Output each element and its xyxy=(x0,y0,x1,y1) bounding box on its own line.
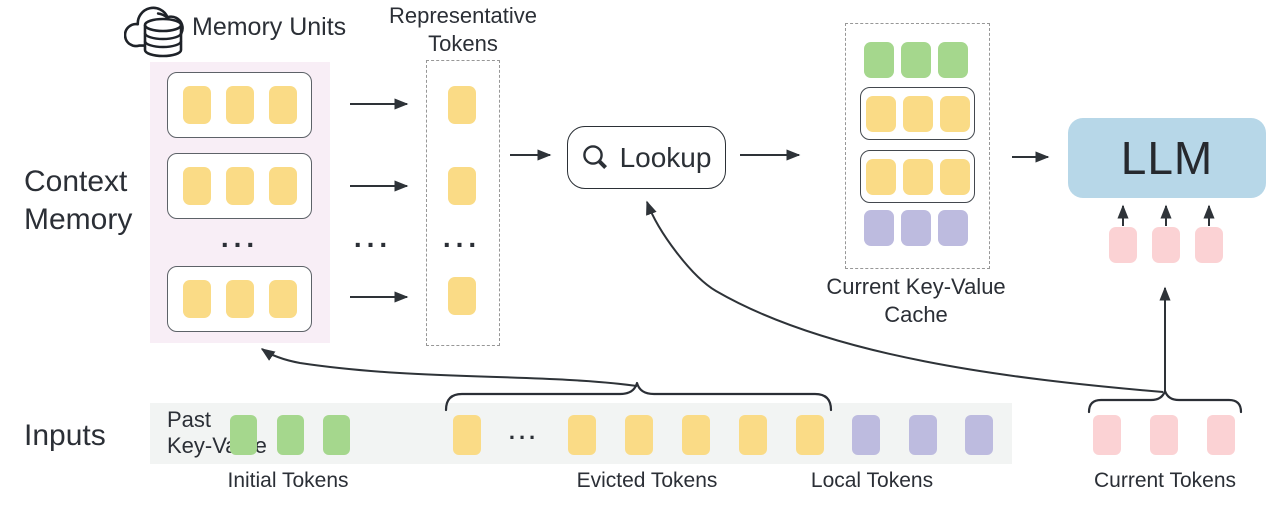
brace-current-tokens xyxy=(1087,389,1243,414)
kv-token-yellow xyxy=(268,167,297,205)
representative-tokens-label: Representative Tokens xyxy=(389,3,537,56)
kv-token-green xyxy=(230,415,257,455)
cache-row-initial xyxy=(864,42,968,78)
representative-token xyxy=(448,86,476,124)
current-token-pink xyxy=(1152,227,1180,263)
representative-token xyxy=(448,277,476,315)
initial-tokens-label: Initial Tokens xyxy=(227,469,349,492)
current-token-pink xyxy=(1093,415,1121,455)
kv-token-yellow xyxy=(182,280,211,318)
memory-unit xyxy=(167,266,312,332)
search-icon xyxy=(582,144,607,169)
lookup-label: Lookup xyxy=(619,141,712,173)
ellipsis: ... xyxy=(353,222,393,253)
kv-token-yellow xyxy=(225,86,254,124)
context-memory-label: Context Memory xyxy=(24,165,133,236)
current-token-pink xyxy=(1150,415,1178,455)
kv-token-yellow xyxy=(225,280,254,318)
representative-token xyxy=(448,167,476,205)
inputs-label: Inputs xyxy=(24,419,106,452)
current-token-pink xyxy=(1195,227,1223,263)
kv-token-yellow xyxy=(453,415,481,455)
kv-token-yellow xyxy=(682,415,710,455)
current-token-pink xyxy=(1207,415,1235,455)
kv-token-yellow xyxy=(182,86,211,124)
kv-token-purple xyxy=(938,210,968,246)
kv-token-yellow xyxy=(865,158,896,195)
evicted-tokens-label: Evicted Tokens xyxy=(576,469,718,492)
kv-token-yellow xyxy=(268,86,297,124)
kv-token-yellow xyxy=(902,95,933,132)
current-kv-cache-label: Current Key-Value Cache xyxy=(826,274,1006,327)
cache-row-local xyxy=(864,210,968,246)
kv-token-green xyxy=(901,42,931,78)
cache-memory-unit xyxy=(860,87,975,140)
local-tokens-label: Local Tokens xyxy=(810,469,934,492)
llm-label: LLM xyxy=(1120,132,1214,184)
kv-token-yellow xyxy=(625,415,653,455)
lookup-button[interactable]: Lookup xyxy=(567,126,726,189)
kv-token-yellow xyxy=(568,415,596,455)
kv-token-yellow xyxy=(902,158,933,195)
cloud-database-icon xyxy=(124,6,184,58)
current-tokens-label: Current Tokens xyxy=(1093,469,1237,492)
kv-token-yellow xyxy=(739,415,767,455)
memory-units-label: Memory Units xyxy=(192,13,347,41)
kv-token-green xyxy=(323,415,350,455)
kv-token-purple xyxy=(864,210,894,246)
kv-token-yellow xyxy=(939,95,970,132)
kv-token-green xyxy=(938,42,968,78)
ellipsis: ... xyxy=(442,222,482,253)
kv-token-yellow xyxy=(182,167,211,205)
curve-evicted-to-context-memory xyxy=(260,348,638,387)
kv-token-purple xyxy=(901,210,931,246)
memory-unit xyxy=(167,153,312,219)
kv-token-yellow xyxy=(939,158,970,195)
current-token-pink xyxy=(1109,227,1137,263)
kv-token-green xyxy=(277,415,304,455)
kv-token-yellow xyxy=(225,167,254,205)
kv-token-purple xyxy=(909,415,937,455)
cache-memory-unit xyxy=(860,150,975,203)
ellipsis: ... xyxy=(220,222,260,253)
kv-token-purple xyxy=(965,415,993,455)
kv-token-purple xyxy=(852,415,880,455)
llm-block: LLM xyxy=(1068,118,1266,198)
kv-token-yellow xyxy=(865,95,896,132)
kv-token-green xyxy=(864,42,894,78)
ellipsis: ... xyxy=(508,419,540,444)
kv-token-yellow xyxy=(268,280,297,318)
kv-token-yellow xyxy=(796,415,824,455)
memory-unit xyxy=(167,72,312,138)
